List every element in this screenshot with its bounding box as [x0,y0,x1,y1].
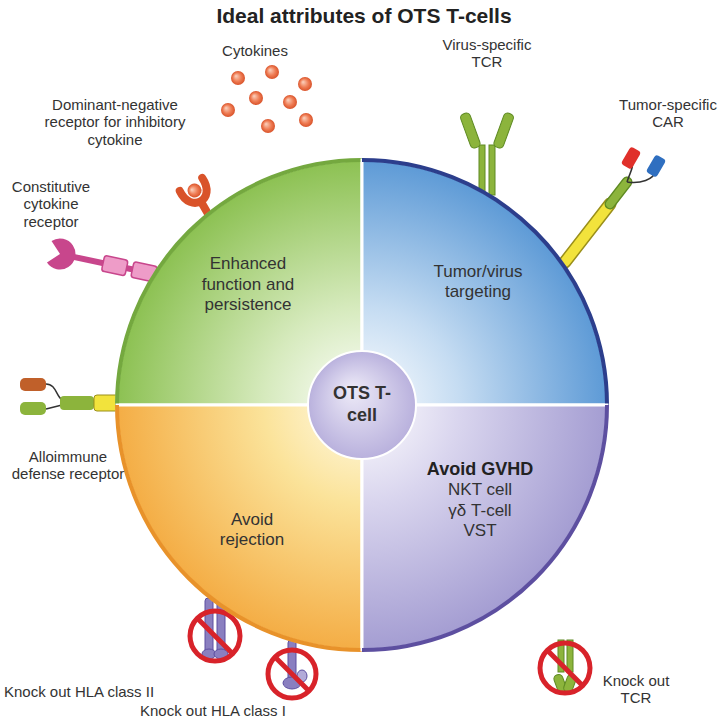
node-heading: Avoid rejection [200,510,304,551]
callout-label: Virus-specific TCR [432,36,542,71]
alloimmune-receptor [20,378,128,415]
callout-label: Knock out TCR [596,672,676,707]
tcr-knockout [540,640,590,693]
list-item: VST [410,521,550,541]
hla-class-i-knockout [268,640,316,698]
callout-label: Cytokines [200,42,310,59]
list-item: γδ T-cell [410,501,550,521]
list-item: NKT cell [410,480,550,500]
car-symbol [565,146,666,262]
callout-label: Alloimmune defense receptor [6,448,130,483]
callout-label: Constitutive cytokine receptor [4,178,98,230]
callout-label: Knock out HLA class I [140,702,286,719]
cytokine-balls [221,65,313,133]
node-heading: Avoid GVHD [410,459,550,481]
diagram-title: Ideal attributes of OTS T-cells [0,4,728,28]
node-heading: OTS T-cell [324,383,400,426]
node-heading: Tumor/virus targeting [418,262,538,303]
callout-label: Tumor-specific CAR [612,96,724,131]
node-heading: Enhanced function and persistence [188,254,308,315]
center-circle: OTS T-cell [307,350,417,460]
callout-label: Knock out HLA class II [4,683,154,700]
callout-label: Dominant-negative receptor for inhibitor… [44,96,186,148]
